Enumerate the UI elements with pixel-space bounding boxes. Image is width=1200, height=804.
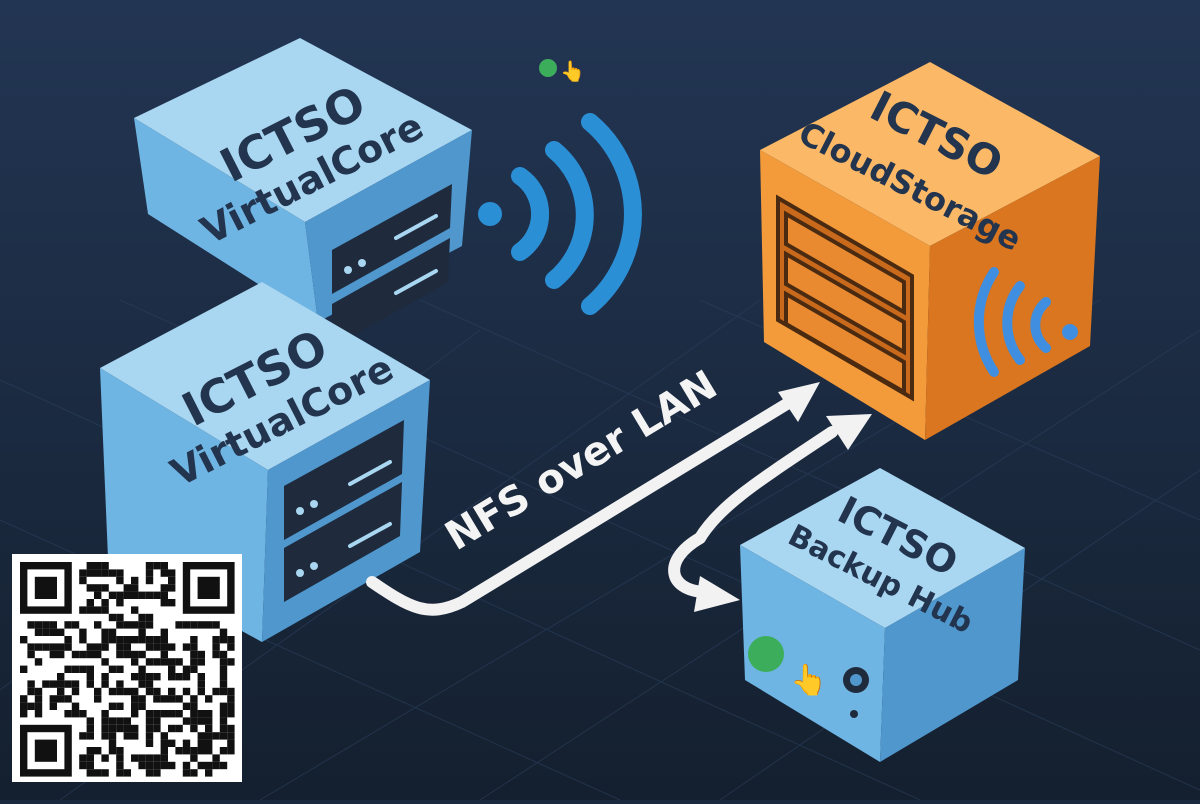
node-backup-hub: ICTSO Backup Hub 👆 [740, 468, 1025, 762]
qr-code-pattern [20, 562, 235, 777]
power-button-icon [843, 667, 869, 718]
server-drive-bays-icon [284, 420, 404, 602]
node-virtualcore-1: ICTSO VirtualCore [134, 38, 472, 348]
arrowhead [778, 382, 820, 422]
green-badge-icon [748, 636, 784, 672]
qr-code-icon [12, 554, 242, 782]
pointing-hand-icon: 👆 [560, 59, 585, 83]
arrowhead [826, 414, 872, 450]
cube-top-face [100, 282, 430, 470]
wifi-signal-icon [478, 113, 642, 315]
node-cloudstorage: ICTSO CloudStorage [760, 62, 1100, 440]
edge-cloudstorage-to-backup [668, 532, 740, 612]
cube-right-face [880, 548, 1025, 762]
wifi-signal-icon [973, 267, 1078, 377]
cube-top-face [134, 38, 472, 222]
edge-backup-to-cloudstorage [694, 414, 872, 544]
cube-top-face [740, 468, 1025, 628]
arrowhead [694, 576, 740, 612]
storage-rack-icon [776, 194, 914, 402]
green-badge-icon [539, 59, 557, 77]
cube-top-face [760, 62, 1100, 246]
cube-left-face [134, 118, 318, 322]
server-drive-bays-icon [332, 184, 452, 348]
pointing-hand-icon: 👆 [790, 662, 827, 698]
cube-left-face [740, 545, 885, 762]
top-badge-group: 👆 [539, 59, 585, 83]
